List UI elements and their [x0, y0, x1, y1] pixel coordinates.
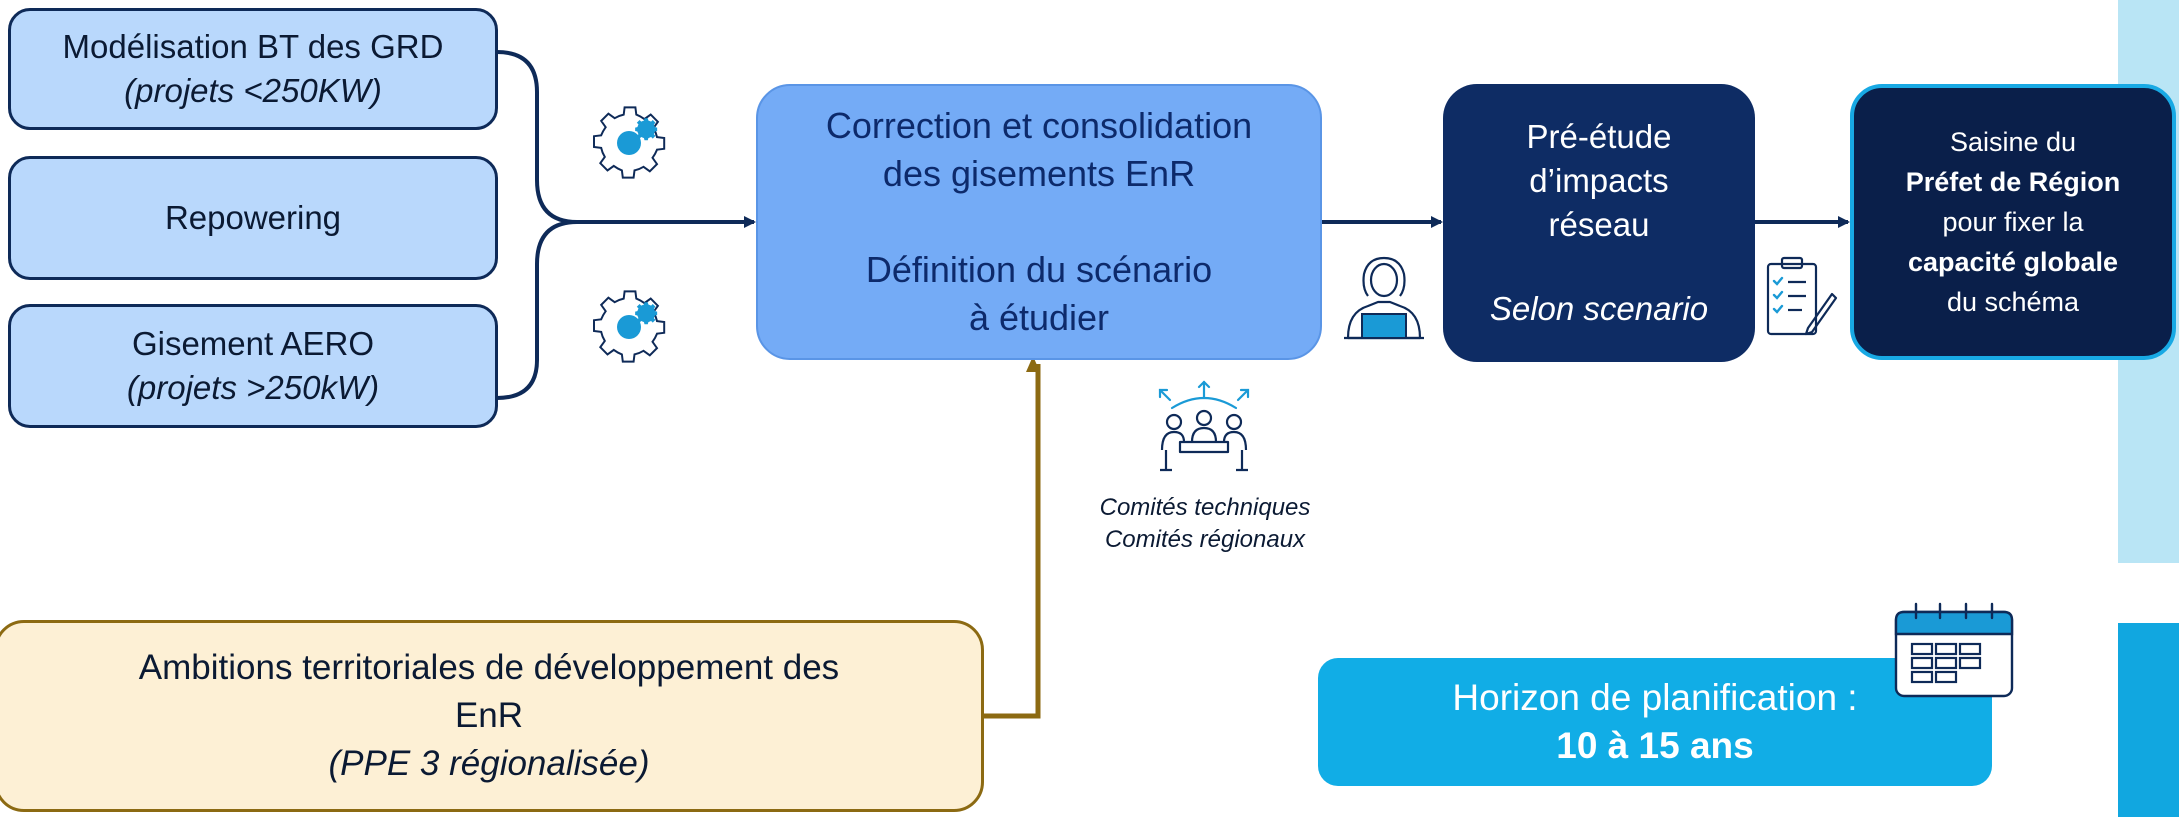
- input-repowering-box: Repowering: [8, 156, 498, 280]
- meeting-group-icon: [1158, 380, 1250, 472]
- main-line-1: Correction et consolidation: [825, 105, 1253, 146]
- input-gisement-subtitle: (projets >250kW): [126, 369, 380, 406]
- prefet-box: Saisine du Préfet de Région pour fixer l…: [1850, 84, 2176, 360]
- prefet-line-1: Saisine du: [1949, 127, 2077, 157]
- ambitions-line-3: (PPE 3 régionalisée): [328, 744, 650, 783]
- input-brace: [496, 50, 578, 400]
- committees-caption: Comités techniques Comités régionaux: [1040, 492, 1370, 556]
- pre-etude-line-3: réseau: [1548, 206, 1650, 243]
- horizon-box: Horizon de planification : 10 à 15 ans: [1318, 658, 1992, 786]
- ambitions-line-2: EnR: [454, 696, 524, 735]
- input-modelisation-subtitle: (projets <250KW): [124, 72, 382, 109]
- main-process-box: Correction et consolidation des gisement…: [756, 84, 1322, 360]
- input-gisement-box: Gisement AERO (projets >250kW): [8, 304, 498, 428]
- clipboard-checklist-icon: [1766, 256, 1838, 336]
- horizon-line-1: Horizon de planification :: [1452, 677, 1858, 718]
- calendar-icon: [1894, 602, 2014, 698]
- committees-line-2: Comités régionaux: [1104, 526, 1306, 553]
- person-laptop-icon: [1344, 256, 1424, 340]
- prefet-line-4: capacité globale: [1907, 247, 2119, 277]
- main-line-2: des gisements EnR: [882, 153, 1196, 194]
- main-line-3: Définition du scénario: [865, 249, 1213, 290]
- prefet-line-2: Préfet de Région: [1905, 167, 2121, 197]
- prefet-line-3: pour fixer la: [1942, 207, 2084, 237]
- arrow-ambitions-to-main: [984, 356, 1041, 719]
- side-strip-dark: [2118, 623, 2179, 817]
- input-gisement-title: Gisement AERO: [131, 325, 375, 362]
- horizon-line-2: 10 à 15 ans: [1556, 725, 1754, 766]
- input-modelisation-title: Modélisation BT des GRD: [62, 28, 444, 65]
- input-repowering-title: Repowering: [164, 199, 342, 236]
- input-modelisation-box: Modélisation BT des GRD (projets <250KW): [8, 8, 498, 130]
- ambitions-line-1: Ambitions territoriales de développement…: [138, 648, 840, 687]
- pre-etude-box: Pré-étude d’impacts réseau Selon scenari…: [1443, 84, 1755, 362]
- pre-etude-line-1: Pré-étude: [1526, 118, 1672, 155]
- main-line-4: à étudier: [968, 297, 1110, 338]
- committees-line-1: Comités techniques: [1099, 494, 1311, 521]
- gear-icon: [593, 290, 666, 363]
- pre-etude-line-2: d’impacts: [1529, 162, 1669, 199]
- pre-etude-line-4: Selon scenario: [1489, 290, 1709, 327]
- gear-icon: [593, 106, 666, 179]
- ambitions-box: Ambitions territoriales de développement…: [0, 620, 984, 812]
- prefet-line-5: du schéma: [1946, 287, 2080, 317]
